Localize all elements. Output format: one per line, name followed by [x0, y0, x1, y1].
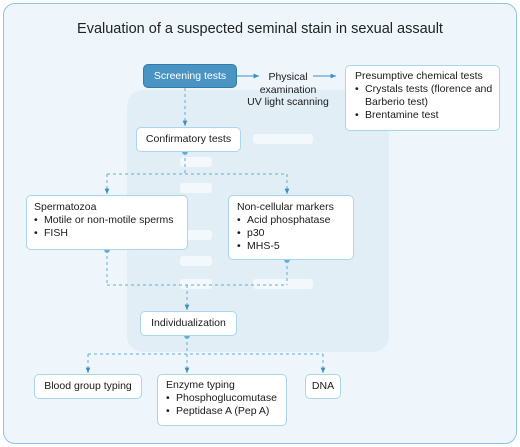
spermatozoa-item: Motile or non-motile sperms — [34, 214, 181, 227]
ghost-line — [253, 134, 313, 144]
spermatozoa-item: FISH — [34, 227, 181, 240]
spermatozoa-list: Motile or non-motile sperms FISH — [34, 214, 181, 240]
noncellular-item: MHS-5 — [237, 240, 347, 253]
screening-tests-node[interactable]: Screening tests — [143, 64, 237, 88]
physical-line-1: Physical — [268, 71, 308, 83]
enzyme-item: Phosphoglucomutase — [166, 392, 280, 405]
enzyme-list: Phosphoglucomutase Peptidase A (Pep A) — [166, 392, 280, 418]
page-title: Evaluation of a suspected seminal stain … — [77, 21, 443, 37]
presumptive-item: Crystals tests (florence and Barberio te… — [355, 83, 493, 109]
spermatozoa-node[interactable]: Spermatozoa Motile or non-motile sperms … — [26, 195, 188, 250]
enzyme-typing-node[interactable]: Enzyme typing Phosphoglucomutase Peptida… — [157, 374, 287, 426]
spermatozoa-heading: Spermatozoa — [34, 201, 97, 213]
presumptive-list: Crystals tests (florence and Barberio te… — [355, 83, 493, 122]
ghost-line — [180, 230, 212, 240]
ghost-line — [180, 183, 212, 193]
enzyme-item: Peptidase A (Pep A) — [166, 405, 280, 418]
ghost-line — [180, 256, 212, 266]
physical-examination-label: Physical examination UV light scanning — [240, 71, 336, 109]
enzyme-heading: Enzyme typing — [166, 379, 235, 391]
presumptive-item: Brentamine test — [355, 109, 493, 122]
confirmatory-tests-node[interactable]: Confirmatory tests — [136, 127, 241, 152]
noncellular-item: p30 — [237, 227, 347, 240]
noncellular-heading: Non-cellular markers — [237, 201, 334, 213]
ghost-line — [253, 279, 313, 289]
dna-node[interactable]: DNA — [305, 374, 341, 399]
noncellular-list: Acid phosphatase p30 MHS-5 — [237, 214, 347, 253]
individualization-node[interactable]: Individualization — [140, 311, 237, 336]
ghost-line — [180, 279, 212, 289]
physical-line-2: examination — [259, 83, 317, 96]
noncellular-item: Acid phosphatase — [237, 214, 347, 227]
physical-line-3: UV light scanning — [247, 96, 329, 108]
presumptive-tests-node[interactable]: Presumptive chemical tests Crystals test… — [345, 65, 500, 131]
noncellular-markers-node[interactable]: Non-cellular markers Acid phosphatase p3… — [228, 195, 354, 260]
presumptive-heading: Presumptive chemical tests — [355, 70, 483, 82]
ghost-line — [180, 157, 212, 167]
blood-group-typing-node[interactable]: Blood group typing — [34, 374, 142, 399]
